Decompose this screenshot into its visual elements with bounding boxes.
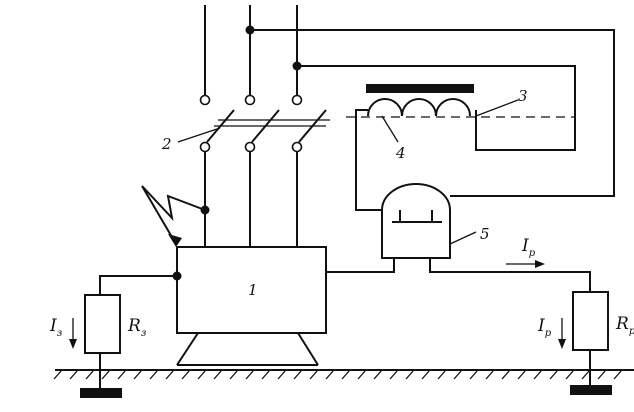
relay-resistor [570,291,612,395]
label-motor: 1 [248,281,258,299]
voltage-relay [381,183,477,270]
label-coil: 3 [518,87,528,105]
label-breaker: 2 [161,135,172,153]
label-relay: 5 [480,225,490,243]
relay-down-current-arrow-icon [558,318,566,349]
motor-feed-lines [200,152,298,247]
relay-circuit-wires [326,270,591,292]
symbol-ground-current: Iз [49,316,62,339]
circuit-breaker [177,109,330,153]
control-wires [245,25,615,211]
motor [172,246,327,366]
symbol-ground-resistance: Rз [127,316,146,339]
symbol-relay-current-flow: Iр [521,236,536,259]
symbol-relay-current: Iр [537,316,552,339]
label-armature: 4 [395,144,406,162]
ground-resistor [80,275,177,398]
supply-lines [199,5,303,106]
relay-coil [346,84,574,143]
symbol-relay-resistance: Rр [615,314,634,337]
ground-current-arrow-icon [69,318,77,349]
fault-arrow-icon [141,185,206,247]
relay-current-arrow-icon [506,260,545,268]
ground-plane [53,369,634,380]
